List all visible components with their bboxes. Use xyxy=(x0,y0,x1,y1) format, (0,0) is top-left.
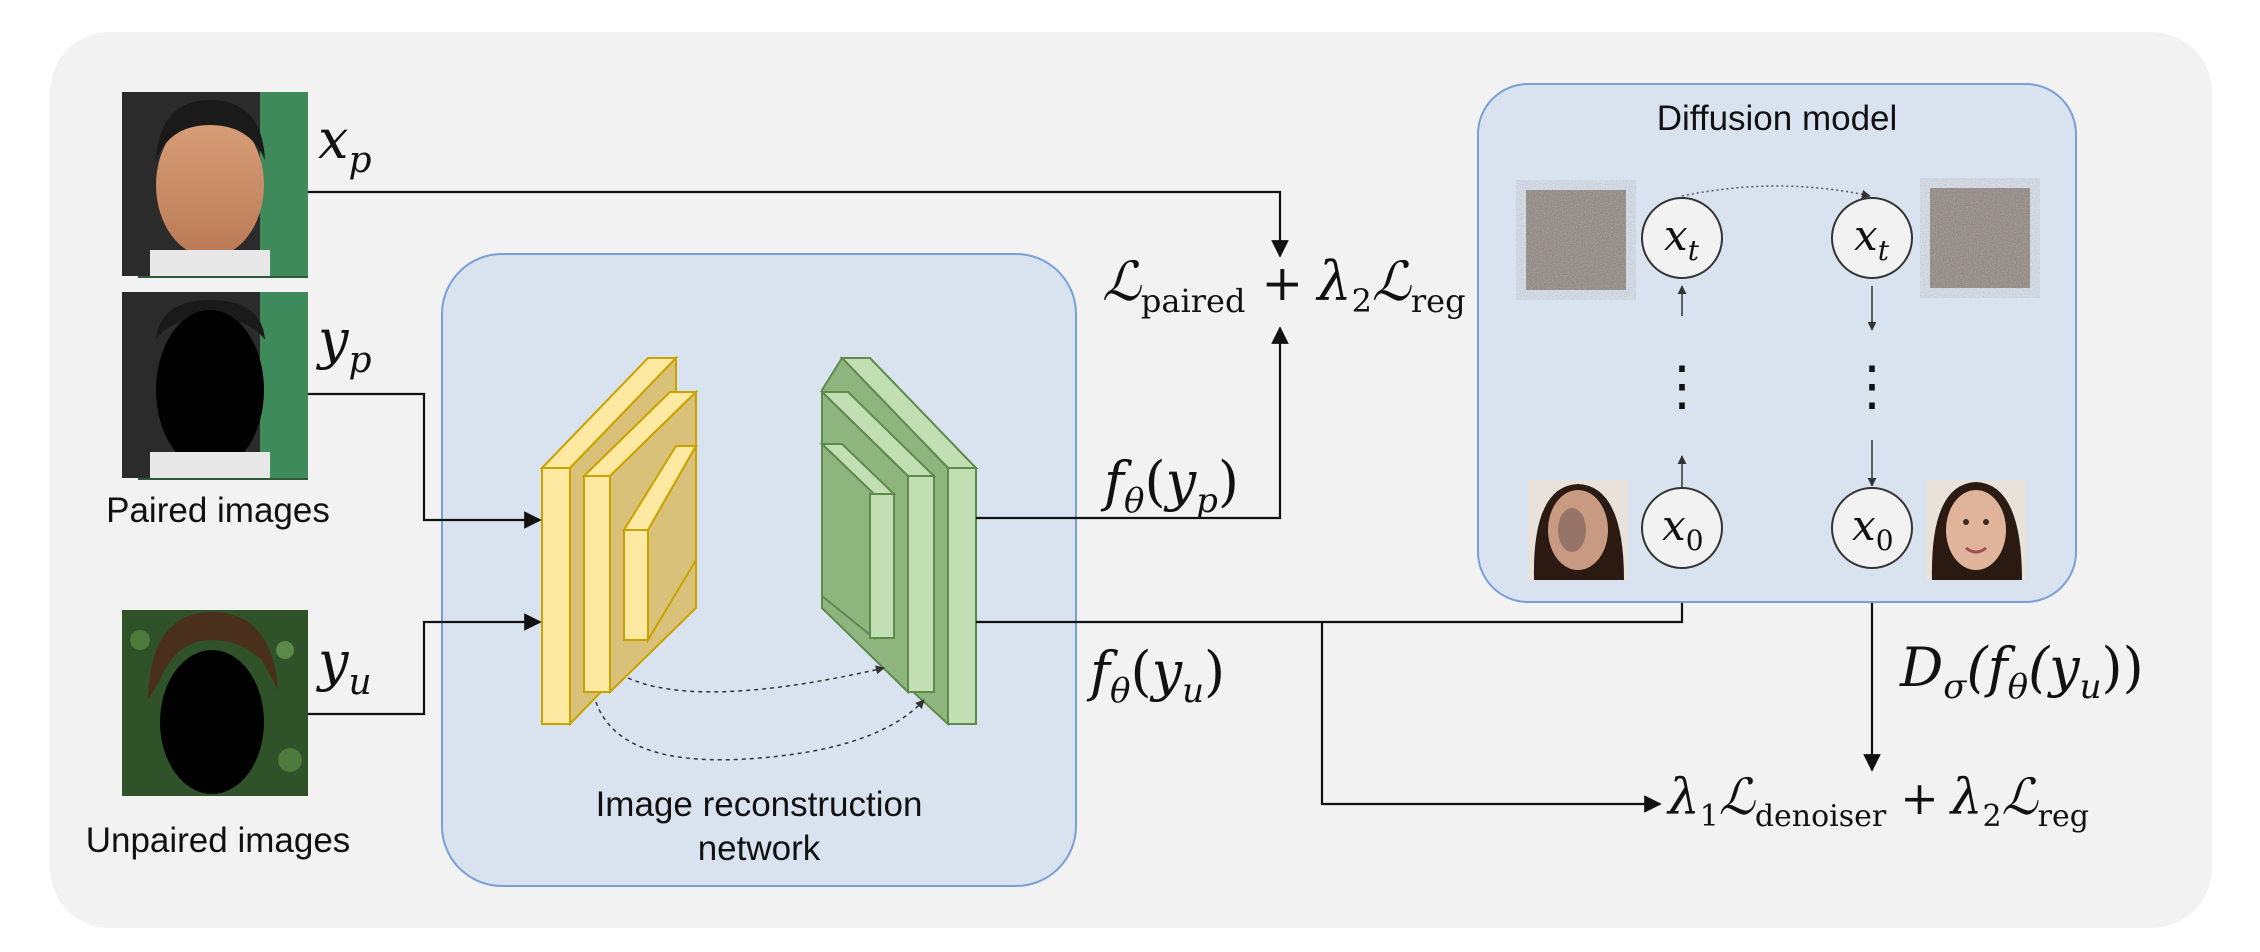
unpaired-images-caption: Unpaired images xyxy=(86,821,351,860)
node-xt-right: xt xyxy=(1831,197,1913,279)
fyp-to-loss-arrow xyxy=(976,326,1289,520)
degraded-face-image xyxy=(1528,480,1628,580)
skip-connection-outer xyxy=(595,699,925,761)
noisy-image-right xyxy=(1930,188,2030,288)
xp-to-loss-arrow xyxy=(308,190,1289,258)
yp-label: yp xyxy=(316,308,372,381)
node-x0-right: x0 xyxy=(1831,487,1913,569)
diffusion-model-title: Diffusion model xyxy=(1657,99,1898,138)
encoder-blocks xyxy=(539,355,699,727)
dots-left: ⋮ xyxy=(1655,354,1709,417)
paired-image-xp xyxy=(122,92,308,278)
paired-images-caption: Paired images xyxy=(106,491,330,530)
d-sigma-label: Dσ(fθ(yu)) xyxy=(1899,636,2144,707)
svg-text:x0: x0 xyxy=(1852,501,1894,557)
yp-to-network-arrow xyxy=(308,392,542,529)
paired-image-yp xyxy=(122,292,308,480)
diffusion-model-panel xyxy=(1477,83,2077,603)
dots-right: ⋮ xyxy=(1845,354,1899,417)
node-x0-left: x0 xyxy=(1641,487,1723,569)
paired-loss: ℒpaired+λ2ℒreg xyxy=(1102,250,1466,320)
f-theta-yp-label: fθ(yp) xyxy=(1100,450,1239,521)
svg-text:xt: xt xyxy=(1854,211,1890,267)
svg-text:x0: x0 xyxy=(1662,501,1704,557)
xp-label: xp xyxy=(318,108,372,181)
f-theta-yu-label: fθ(yu) xyxy=(1086,640,1225,711)
yu-label: yu xyxy=(316,630,372,703)
restored-face-image xyxy=(1926,480,2026,580)
denoiser-loss: λ1ℒdenoiser+λ2ℒreg xyxy=(1666,768,2089,834)
network-caption-line1: Image reconstruction xyxy=(596,785,923,824)
noisy-image-left xyxy=(1526,190,1626,290)
network-caption-line2: network xyxy=(698,829,821,868)
unpaired-image-yu xyxy=(122,610,308,796)
decoder-blocks xyxy=(819,356,979,727)
svg-text:xt: xt xyxy=(1664,211,1700,267)
fyu-to-denoiser-loss-arrow xyxy=(1320,622,1662,813)
node-xt-left: xt xyxy=(1641,197,1723,279)
xt-to-xt-dotted-arrow xyxy=(1681,185,1871,199)
yu-to-network-arrow xyxy=(308,613,542,716)
